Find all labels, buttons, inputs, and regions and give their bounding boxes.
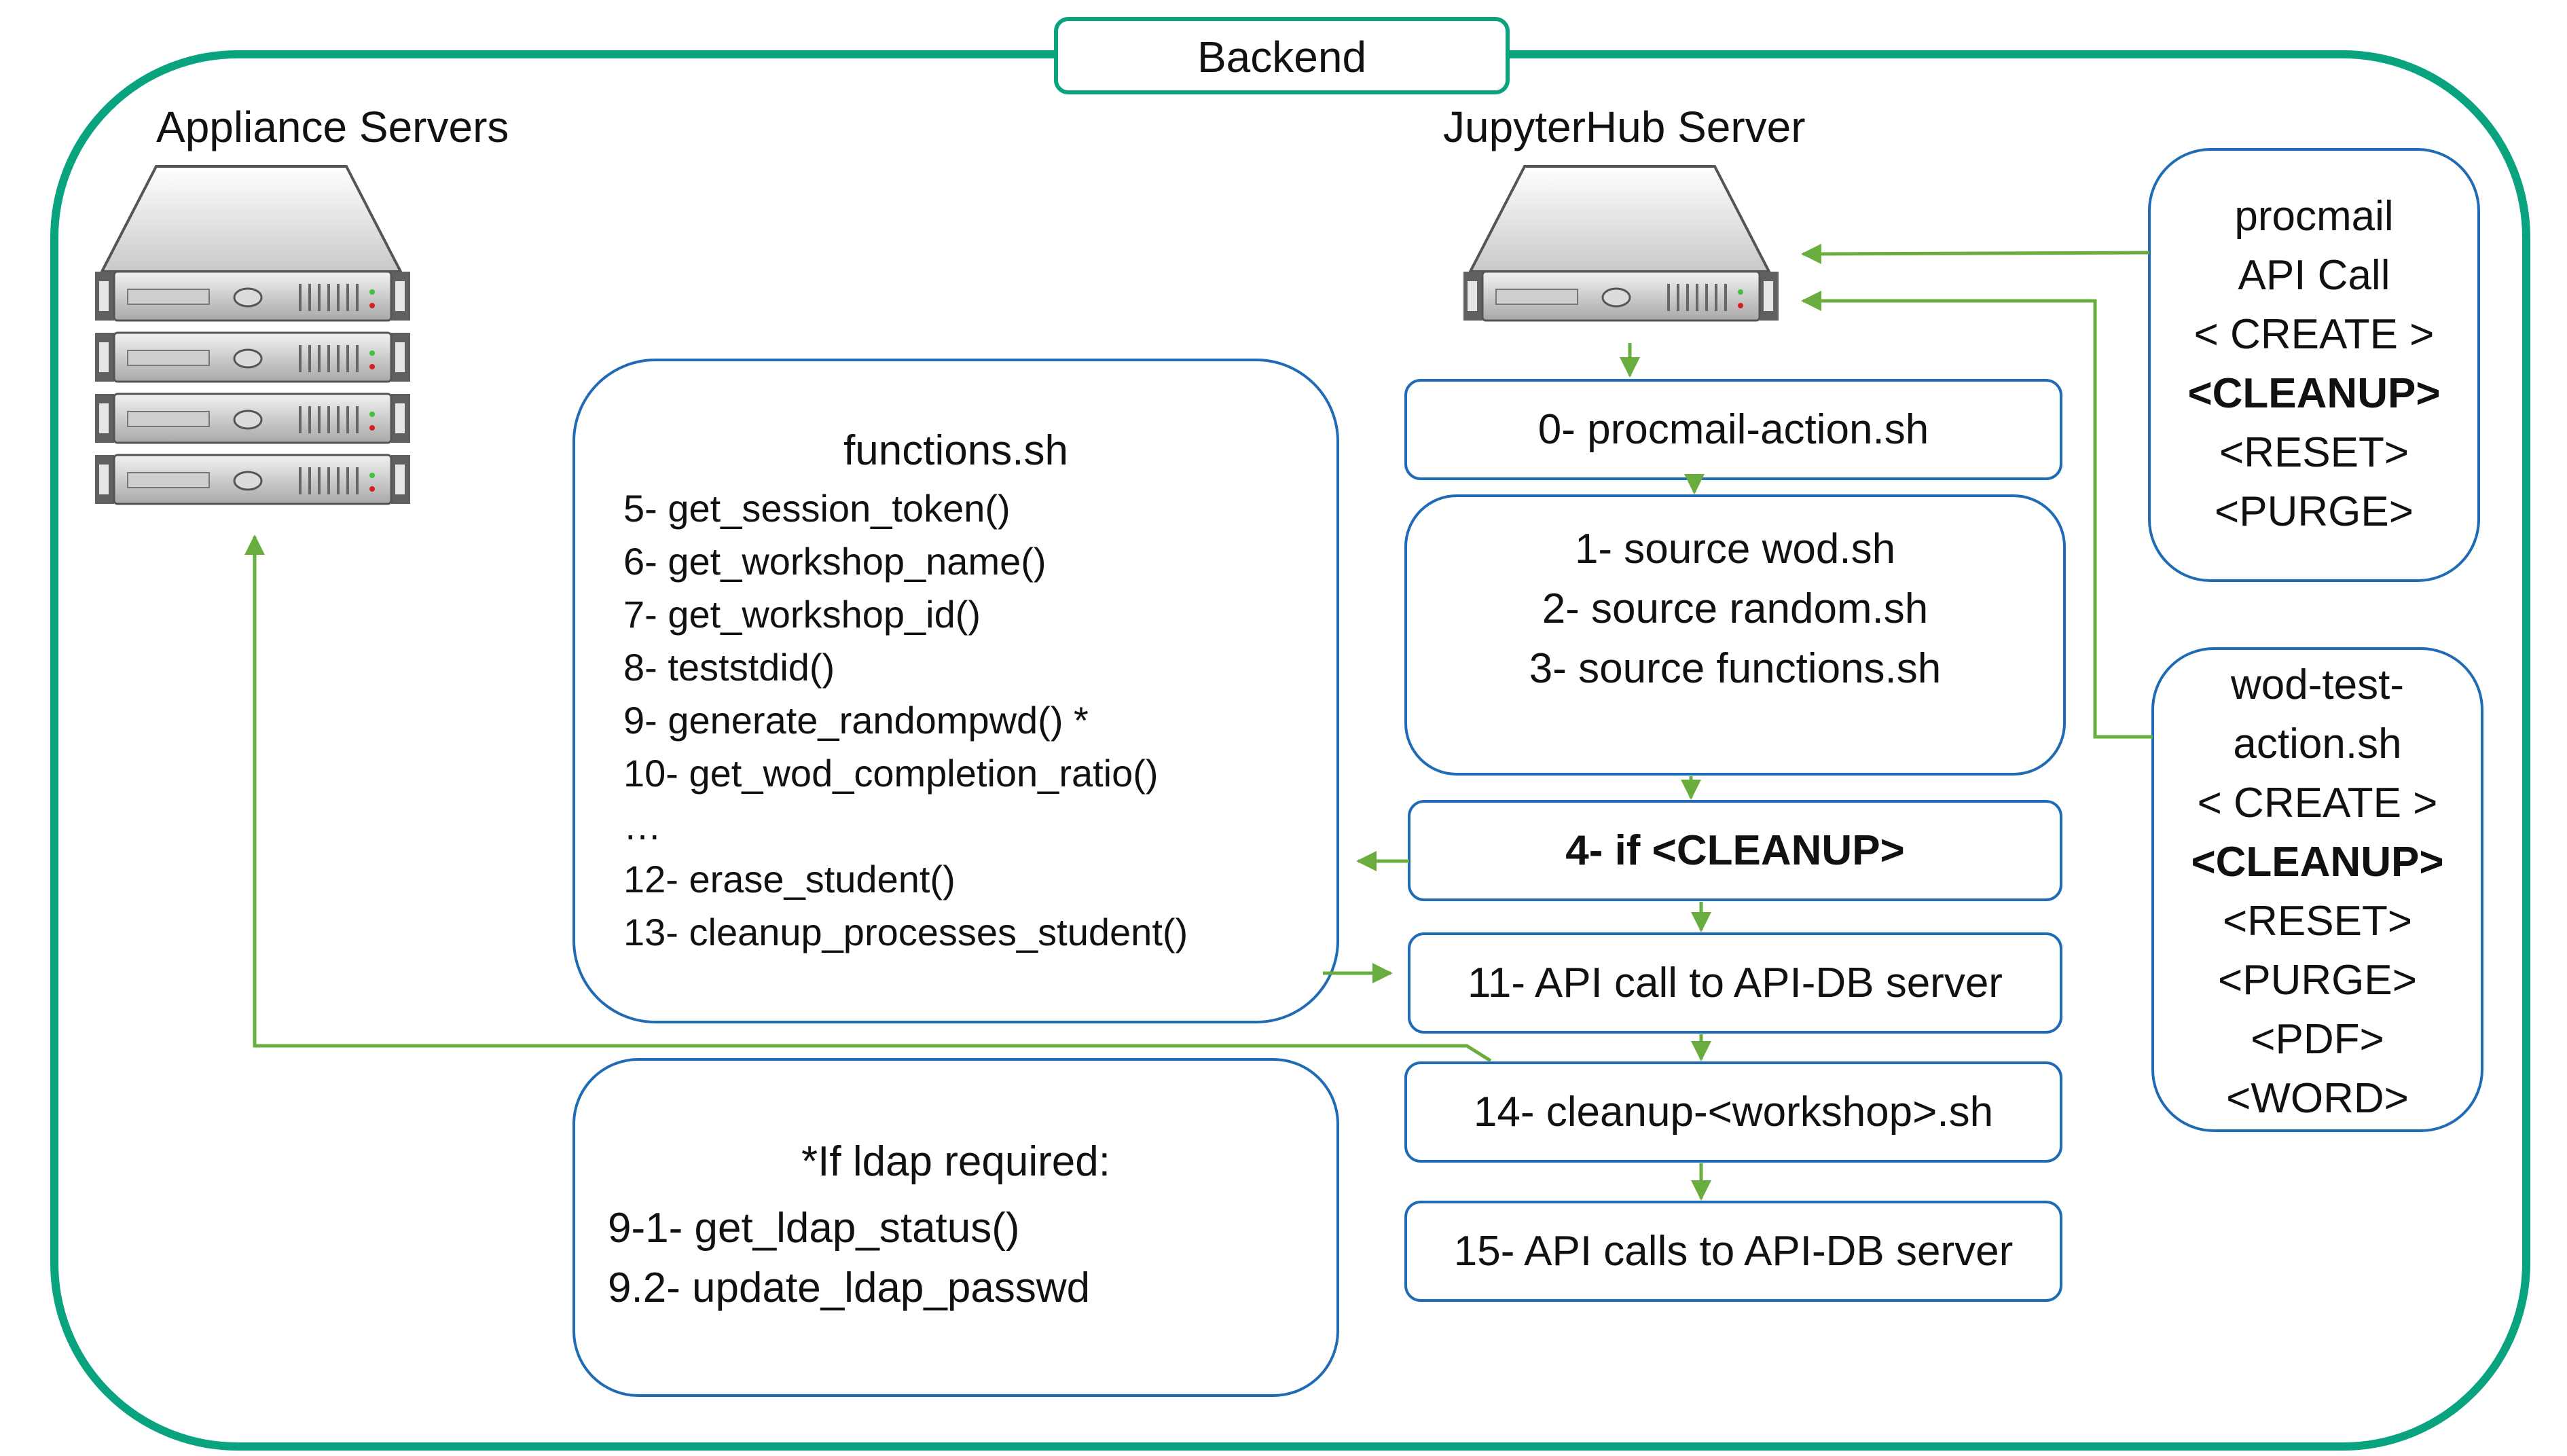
backend-title: Backend bbox=[1197, 33, 1367, 81]
procmail-line: <RESET> bbox=[2219, 429, 2409, 476]
functions-title: functions.sh bbox=[843, 427, 1068, 474]
wodtest-line: <PDF> bbox=[2251, 1016, 2384, 1063]
function-item: 12- erase_student() bbox=[623, 858, 955, 900]
wodtest-line: <CLEANUP> bbox=[2191, 839, 2444, 886]
step-line: 2- source random.sh bbox=[1542, 585, 1929, 632]
step0-box bbox=[1404, 379, 2062, 480]
step15-text: 15- API calls to API-DB server bbox=[1453, 1228, 2014, 1275]
backend-title-box bbox=[1054, 17, 1510, 94]
step-line: 1- source wod.sh bbox=[1574, 526, 1896, 572]
procmail-line: API Call bbox=[2238, 252, 2390, 299]
step11-box bbox=[1408, 932, 2062, 1034]
procmail-line: <PURGE> bbox=[2215, 488, 2414, 535]
function-item: 10- get_wod_completion_ratio() bbox=[623, 752, 1159, 795]
wodtest-line: <RESET> bbox=[2222, 898, 2413, 945]
step4-text: 4- if <CLEANUP> bbox=[1565, 827, 1905, 874]
procmail-box bbox=[2148, 148, 2480, 582]
ldap-item: 9.2- update_ldap_passwd bbox=[608, 1264, 1091, 1311]
ldap-list: 9-1- get_ldap_status() 9.2- update_ldap_… bbox=[608, 1199, 1090, 1318]
steps123-text: 1- source wod.sh 2- source random.sh 3- … bbox=[1406, 520, 2064, 699]
appliance-servers-icon bbox=[94, 165, 412, 505]
wodtest-line: wod-test- bbox=[2231, 661, 2404, 708]
procmail-line: <CLEANUP> bbox=[2187, 370, 2441, 417]
function-item: 5- get_session_token() bbox=[623, 487, 1011, 530]
arrow-step14-to-appliance bbox=[244, 534, 1492, 1063]
step14-box bbox=[1404, 1061, 2062, 1163]
function-item: 7- get_workshop_id() bbox=[623, 593, 981, 636]
function-item: 8- teststdid() bbox=[623, 646, 835, 689]
step15-box bbox=[1404, 1201, 2062, 1302]
wodtest-line: < CREATE > bbox=[2197, 780, 2438, 826]
function-item: 13- cleanup_processes_student() bbox=[623, 911, 1188, 953]
procmail-line: < CREATE > bbox=[2193, 311, 2435, 358]
step14-text: 14- cleanup-<workshop>.sh bbox=[1473, 1089, 1994, 1135]
function-item: 9- generate_randompwd() * bbox=[623, 699, 1089, 742]
wodtest-line: action.sh bbox=[2233, 721, 2402, 767]
step4-box bbox=[1408, 800, 2062, 901]
jupyterhub-server-label: JupyterHub Server bbox=[1443, 103, 1806, 151]
step-line: 3- source functions.sh bbox=[1529, 645, 1942, 692]
step11-text: 11- API call to API-DB server bbox=[1468, 960, 2003, 1006]
procmail-line: procmail bbox=[2234, 193, 2394, 240]
function-item: … bbox=[623, 805, 661, 848]
step0-text: 0- procmail-action.sh bbox=[1537, 406, 1929, 453]
arrow-wodtest-to-server bbox=[1801, 291, 2153, 739]
ldap-box bbox=[572, 1058, 1339, 1397]
appliance-servers-label: Appliance Servers bbox=[156, 103, 509, 151]
wodtest-line: <WORD> bbox=[2226, 1075, 2409, 1122]
procmail-text: procmail API Call < CREATE > <CLEANUP> <… bbox=[2149, 187, 2479, 541]
wodtest-box bbox=[2151, 647, 2483, 1132]
jupyterhub-server-icon bbox=[1462, 165, 1780, 322]
steps123-box bbox=[1404, 494, 2066, 776]
functions-box bbox=[572, 359, 1339, 1023]
function-item: 6- get_workshop_name() bbox=[623, 540, 1046, 583]
functions-list: 5- get_session_token() 6- get_workshop_n… bbox=[623, 482, 1188, 959]
wodtest-line: <PURGE> bbox=[2218, 957, 2417, 1004]
arrow-procmail-to-server bbox=[1801, 243, 2150, 264]
ldap-title: *If ldap required: bbox=[801, 1138, 1110, 1185]
wodtest-text: wod-test- action.sh < CREATE > <CLEANUP>… bbox=[2153, 655, 2482, 1128]
ldap-item: 9-1- get_ldap_status() bbox=[608, 1205, 1020, 1252]
